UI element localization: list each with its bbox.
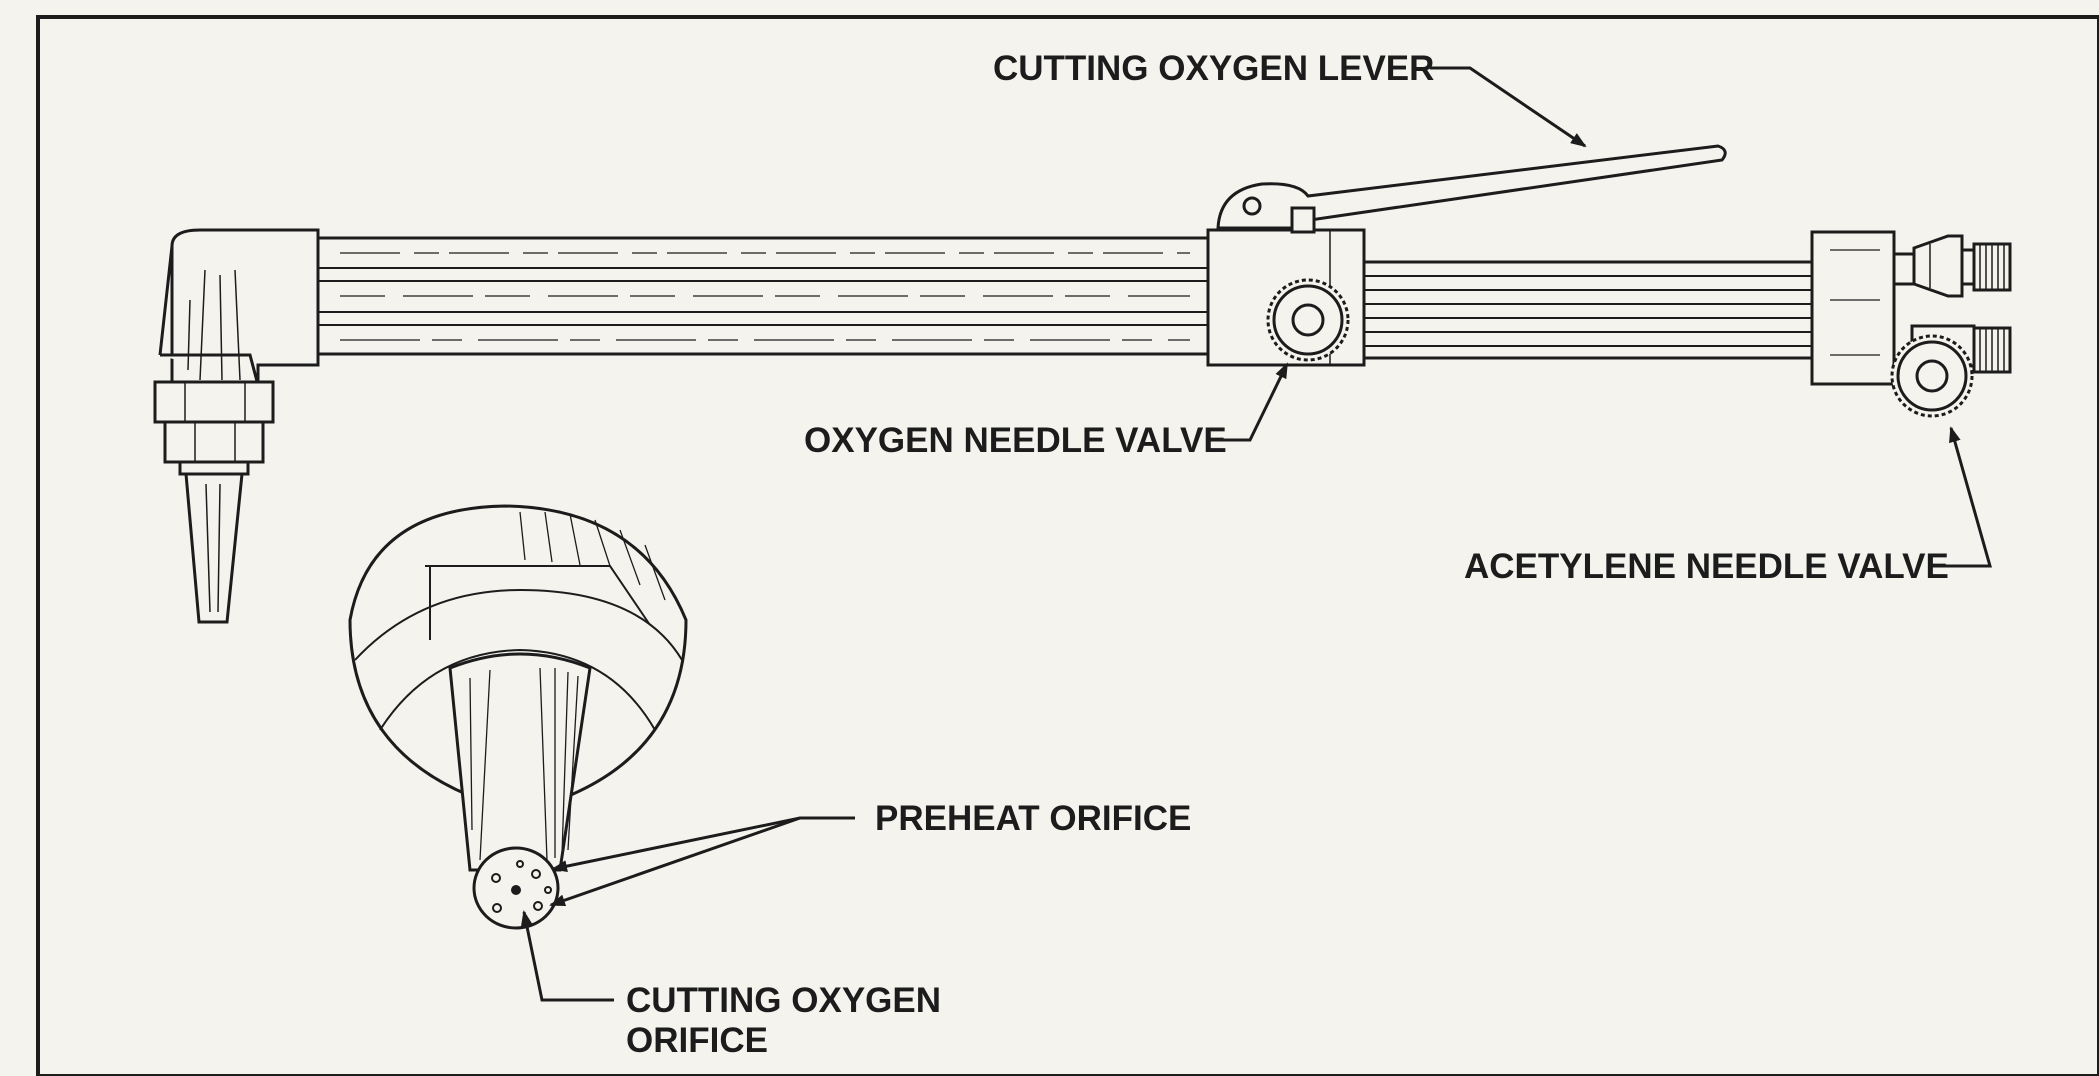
cutting-oxygen-lever-label: CUTTING OXYGEN LEVER [993,49,1434,88]
callout-lines [520,66,1992,1002]
rear-block [1810,230,1896,386]
acetylene-needle-valve-leader [1938,426,1992,568]
cutting-oxygen-orifice-leader [520,910,614,1002]
torch-handle [1362,260,1814,360]
oxygen-needle-valve-knob [1266,278,1350,362]
acetylene-needle-valve-label: ACETYLENE NEEDLE VALVE [1464,547,1949,586]
preheat-orifice-label: PREHEAT ORIFICE [875,799,1191,838]
oxygen-needle-valve-label: OXYGEN NEEDLE VALVE [804,421,1227,460]
cutting-oxygen-orifice-label-line2: ORIFICE [626,1021,768,1060]
figure-frame [36,15,2099,1076]
oxygen-hose-fitting [1892,234,2012,298]
cutting-oxygen-lever [1216,144,1727,234]
torch-tubes [316,236,1210,356]
torch-head [153,228,320,624]
oxygen-needle-valve-leader [1208,362,1289,442]
cutting-oxygen-orifice-label-line1: CUTTING OXYGEN [626,981,941,1020]
enlarged-tip-detail [348,504,688,930]
cutting-oxygen-lever-leader [1430,66,1587,148]
acetylene-needle-valve-knob [1890,334,1974,418]
preheat-orifice-leader-lower [549,816,801,907]
